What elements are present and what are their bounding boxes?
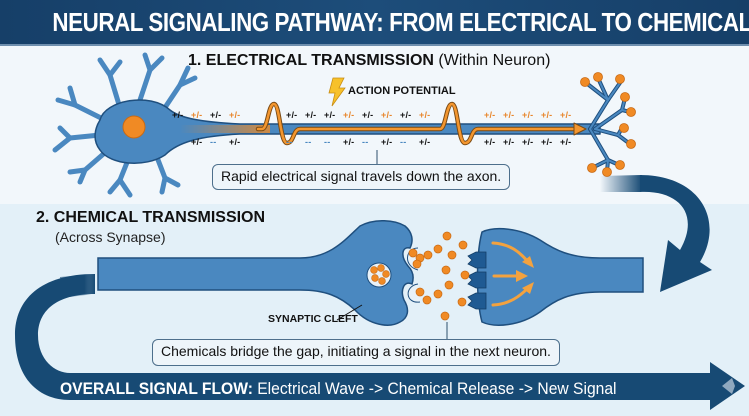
charge-label-top: +/- (305, 110, 317, 120)
charge-label-bottom: -- (305, 137, 312, 147)
charge-label-top: +/- (400, 110, 412, 120)
charge-label-top: +/- (560, 110, 572, 120)
axon-terminal (580, 72, 636, 177)
electrical-section-title: 1. ELECTRICAL TRANSMISSION (Within Neuro… (188, 52, 550, 70)
charge-label-top: +/- (229, 110, 241, 120)
overall-flow-label: OVERALL SIGNAL FLOW: Electrical Wave -> … (60, 379, 617, 399)
charge-label-top: +/- (503, 110, 515, 120)
electrical-title-sub: (Within Neuron) (433, 52, 551, 69)
charge-label-top: +/- (286, 110, 298, 120)
presynaptic-neuron (97, 220, 414, 326)
curved-transition-arrow (600, 175, 712, 292)
charge-label-top: +/- (381, 110, 393, 120)
charge-label-bottom: +/- (191, 137, 203, 147)
charge-label-top: +/- (191, 110, 203, 120)
page-title: NEURAL SIGNALING PATHWAY: FROM ELECTRICA… (52, 7, 749, 37)
charge-label-top: +/- (343, 110, 355, 120)
charge-label-bottom: +/- (343, 137, 355, 147)
charge-label-bottom: -- (324, 137, 331, 147)
lightning-bolt-icon (328, 77, 346, 107)
charge-label-top: +/- (522, 110, 534, 120)
charge-label-top: +/- (210, 110, 222, 120)
charge-label-bottom: -- (210, 137, 217, 147)
charge-label-bottom: +/- (522, 137, 534, 147)
charge-label-top: +/- (362, 110, 374, 120)
neuron-cell-body (52, 52, 601, 198)
charge-label-bottom: +/- (229, 137, 241, 147)
charge-label-bottom: +/- (560, 137, 572, 147)
wave-direction-arrowhead (573, 122, 587, 136)
synapse-callout: Chemicals bridge the gap, initiating a s… (152, 339, 560, 366)
synaptic-cleft-label: SYNAPTIC CLEFT (268, 313, 358, 325)
action-potential-wave (255, 101, 587, 146)
charge-label-bottom: -- (400, 137, 407, 147)
charge-label-bottom: +/- (381, 137, 393, 147)
action-potential-label: ACTION POTENTIAL (348, 85, 456, 97)
charge-label-top: +/- (324, 110, 336, 120)
neurotransmitter (408, 231, 470, 321)
charge-label-bottom: +/- (419, 137, 431, 147)
charge-label-bottom: -- (172, 137, 179, 147)
axon-callout: Rapid electrical signal travels down the… (212, 164, 511, 190)
chemical-section-title: 2. CHEMICAL TRANSMISSION (36, 209, 266, 226)
charge-label-top: +/- (172, 110, 184, 120)
charge-label-bottom: +/- (541, 137, 553, 147)
charge-label-bottom: +/- (484, 137, 496, 147)
vesicle (366, 262, 392, 288)
nucleus (122, 115, 146, 139)
receptor-icon (467, 251, 487, 310)
charge-label-top: +/- (541, 110, 553, 120)
header-banner: NEURAL SIGNALING PATHWAY: FROM ELECTRICA… (0, 0, 749, 46)
electrical-title-bold: 1. ELECTRICAL TRANSMISSION (188, 52, 434, 69)
flow-label-bold: OVERALL SIGNAL FLOW: (60, 379, 253, 398)
flow-label-sequence: Electrical Wave -> Chemical Release -> N… (252, 379, 617, 398)
charge-label-top: +/- (484, 110, 496, 120)
axon-signal-glow (180, 125, 270, 133)
cleft-pointer (336, 304, 363, 321)
charge-label-bottom: -- (362, 137, 369, 147)
charge-label-top: +/- (419, 110, 431, 120)
overall-flow-arrow (15, 274, 745, 410)
charge-label-bottom: -- (286, 137, 293, 147)
chemical-section-subtitle: (Across Synapse) (55, 229, 166, 245)
signal-arrowheads (516, 256, 534, 294)
charge-label-bottom: +/- (503, 137, 515, 147)
terminal-bouton (580, 72, 636, 177)
